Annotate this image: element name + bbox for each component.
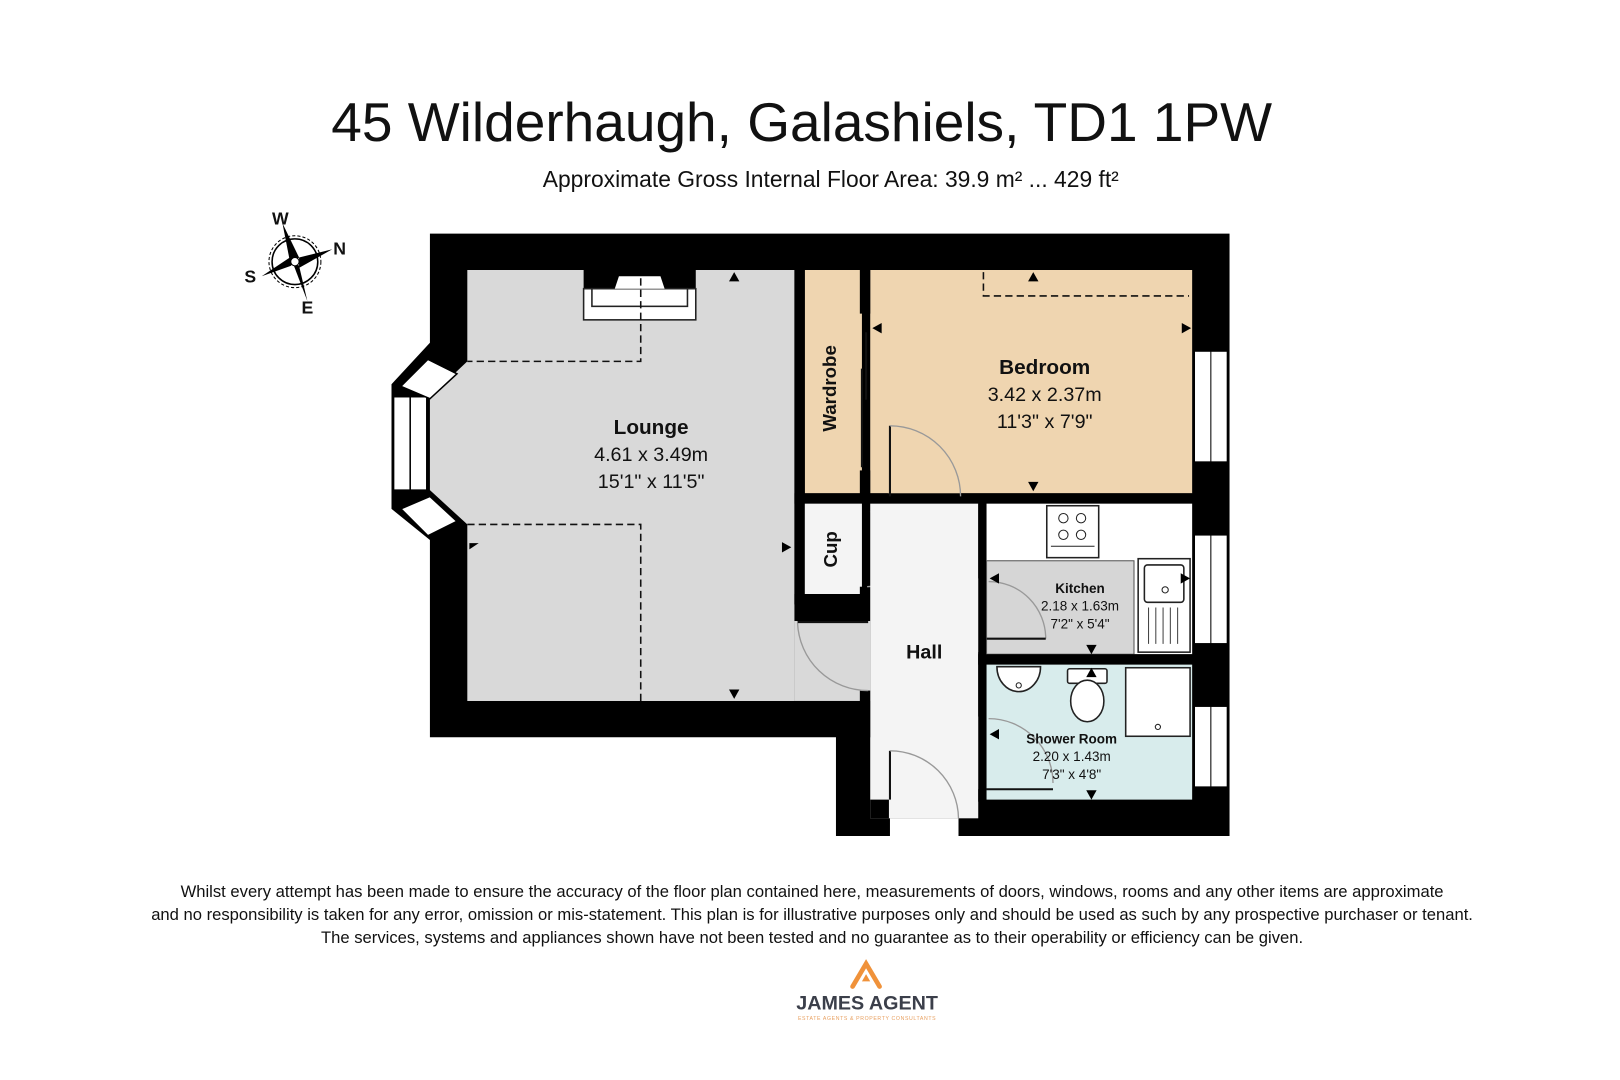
washbasin-icon — [996, 665, 1042, 693]
hall-label: Hall — [906, 641, 942, 663]
room-hall — [870, 503, 979, 819]
lounge-door-recess — [794, 621, 871, 701]
lounge-label: Lounge 4.61 x 3.49m 15'1" x 11'5" — [594, 416, 708, 493]
compass-icon: W N S E — [244, 208, 346, 317]
bay-window-icon — [392, 358, 459, 537]
disclaimer-line: Whilst every attempt has been made to en… — [181, 882, 1444, 901]
shower-label: Shower Room 2.20 x 1.43m 7'3" x 4'8" — [1026, 732, 1117, 782]
james-agent-logo: JAMES AGENT ESTATE AGENTS & PROPERTY CON… — [796, 959, 938, 1022]
room-wardrobe — [804, 270, 862, 494]
measurement-arrows — [469, 272, 1192, 800]
kitchen-metric: 2.18 x 1.63m — [1041, 599, 1119, 614]
kitchen-name: Kitchen — [1055, 581, 1105, 596]
cupboard-label: Cup — [820, 531, 841, 567]
lounge-metric: 4.61 x 3.49m — [594, 444, 708, 466]
floor-area-subtitle: Approximate Gross Internal Floor Area: 3… — [543, 166, 1119, 192]
bedroom-imperial: 11'3" x 7'9" — [997, 411, 1093, 433]
logo-tagline: ESTATE AGENTS & PROPERTY CONSULTANTS — [798, 1016, 936, 1022]
shower-name: Shower Room — [1026, 732, 1117, 747]
lounge-imperial: 15'1" x 11'5" — [598, 471, 705, 493]
logo-name: JAMES AGENT — [796, 992, 938, 1014]
window-icon — [1193, 350, 1229, 788]
lounge-name: Lounge — [614, 416, 689, 439]
disclaimer: Whilst every attempt has been made to en… — [151, 882, 1473, 947]
shower-tray-icon — [1124, 666, 1191, 738]
compass-n: N — [333, 238, 346, 258]
shower-imperial: 7'3" x 4'8" — [1042, 767, 1101, 782]
shower-metric: 2.20 x 1.43m — [1033, 749, 1111, 764]
kitchen-label: Kitchen 2.18 x 1.63m 7'2" x 5'4" — [1041, 581, 1119, 631]
room-lounge — [429, 270, 795, 701]
bedroom-label: Bedroom 3.42 x 2.37m 11'3" x 7'9" — [988, 356, 1102, 433]
room-cupboard — [804, 503, 862, 594]
page-title: 45 Wilderhaugh, Galashiels, TD1 1PW — [331, 91, 1272, 153]
bedroom-name: Bedroom — [999, 356, 1090, 379]
kitchen-imperial: 7'2" x 5'4" — [1050, 616, 1109, 631]
room-bedroom — [870, 270, 1193, 494]
bedroom-metric: 3.42 x 2.37m — [988, 384, 1102, 406]
fireplace-icon — [582, 270, 697, 321]
compass-s: S — [244, 266, 256, 286]
hob-icon — [1045, 504, 1100, 559]
compass-e: E — [301, 298, 313, 318]
disclaimer-line: The services, systems and appliances sho… — [321, 928, 1303, 947]
wardrobe-label: Wardrobe — [819, 345, 840, 432]
disclaimer-line: and no responsibility is taken for any e… — [151, 905, 1473, 924]
sink-icon — [1137, 557, 1191, 653]
compass-w: W — [272, 208, 289, 228]
